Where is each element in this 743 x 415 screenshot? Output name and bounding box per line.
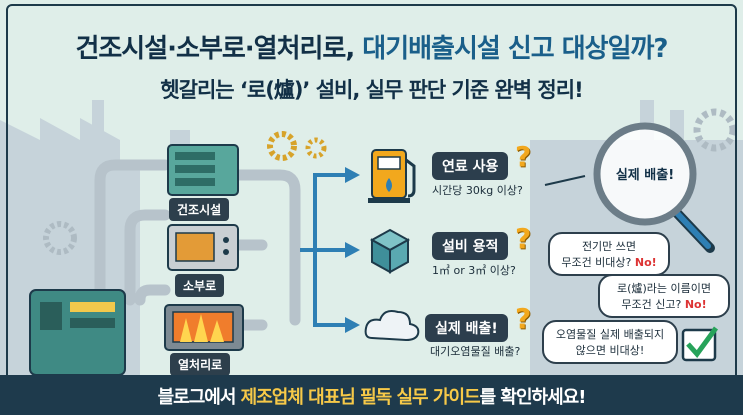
speech-bubble-name: 로(爐)라는 이름이면 무조건 신고? No! [598,274,730,318]
title-part1: 건조시설·소부로·열처리로, [75,34,363,64]
cloud-icon [364,310,420,342]
branch-arrows [300,173,345,327]
gear-icon [267,131,327,161]
criteria-volume-title: 설비 용적 [432,232,509,260]
bubble-line: 무조건 신고? No! [621,298,707,311]
no-badge: No! [634,256,657,269]
fuel-pump-icon [368,149,416,203]
tank-icon [29,289,126,376]
bubble-line: 전기만 쓰면 [581,240,637,253]
bubble-line: 않으면 비대상! [575,344,645,357]
bubble-line: 무조건 비대상? No! [561,256,657,269]
facility-label-drying: 건조시설 [169,198,230,221]
magnifier-label: 실제 배출! [615,168,675,183]
bottom-highlight: 제조업체 대표님 필독 실무 가이드 [240,387,481,408]
question-mark-icon: ? [515,302,532,335]
facility-label-heat-treatment: 열처리로 [170,353,231,376]
bottom-banner-text: 블로그에서 제조업체 대표님 필독 실무 가이드를 확인하세요! [157,387,587,408]
criteria-emission-sub: 대기오염물질 배출? [430,345,521,358]
facility-label-baking: 소부로 [175,274,225,297]
criteria-volume-sub: 1㎥ or 3㎥ 이상? [432,264,516,277]
subtitle: 헷갈리는 ‘로(爐)’ 설비, 실무 판단 기준 완벽 정리! [160,78,583,102]
speech-bubble-electric: 전기만 쓰면 무조건 비대상? No! [548,232,670,276]
checkbox-icon [681,326,719,362]
question-mark-icon: ? [515,140,532,173]
pipe-network [94,159,301,331]
criteria-emission-title: 실제 배출! [425,314,508,342]
flame-icon [180,314,224,342]
magnifier-icon [593,122,715,253]
no-badge: No! [684,298,707,311]
question-mark-icon: ? [515,222,532,255]
bubble-line: 로(爐)라는 이름이면 [617,282,711,295]
cube-icon [369,228,411,274]
criteria-fuel-title: 연료 사용 [432,152,509,180]
title-highlight: 대기배출시설 신고 대상일까? [362,34,668,64]
speech-bubble-emission: 오염물질 실제 배출되지 않으면 비대상! [542,320,678,364]
bubble-line: 오염물질 실제 배출되지 [555,328,665,341]
gear-icon [43,108,737,255]
main-title: 건조시설·소부로·열처리로, 대기배출시설 신고 대상일까? [0,28,743,65]
bottom-banner [0,375,743,415]
criteria-fuel-sub: 시간당 30kg 이상? [432,184,523,197]
